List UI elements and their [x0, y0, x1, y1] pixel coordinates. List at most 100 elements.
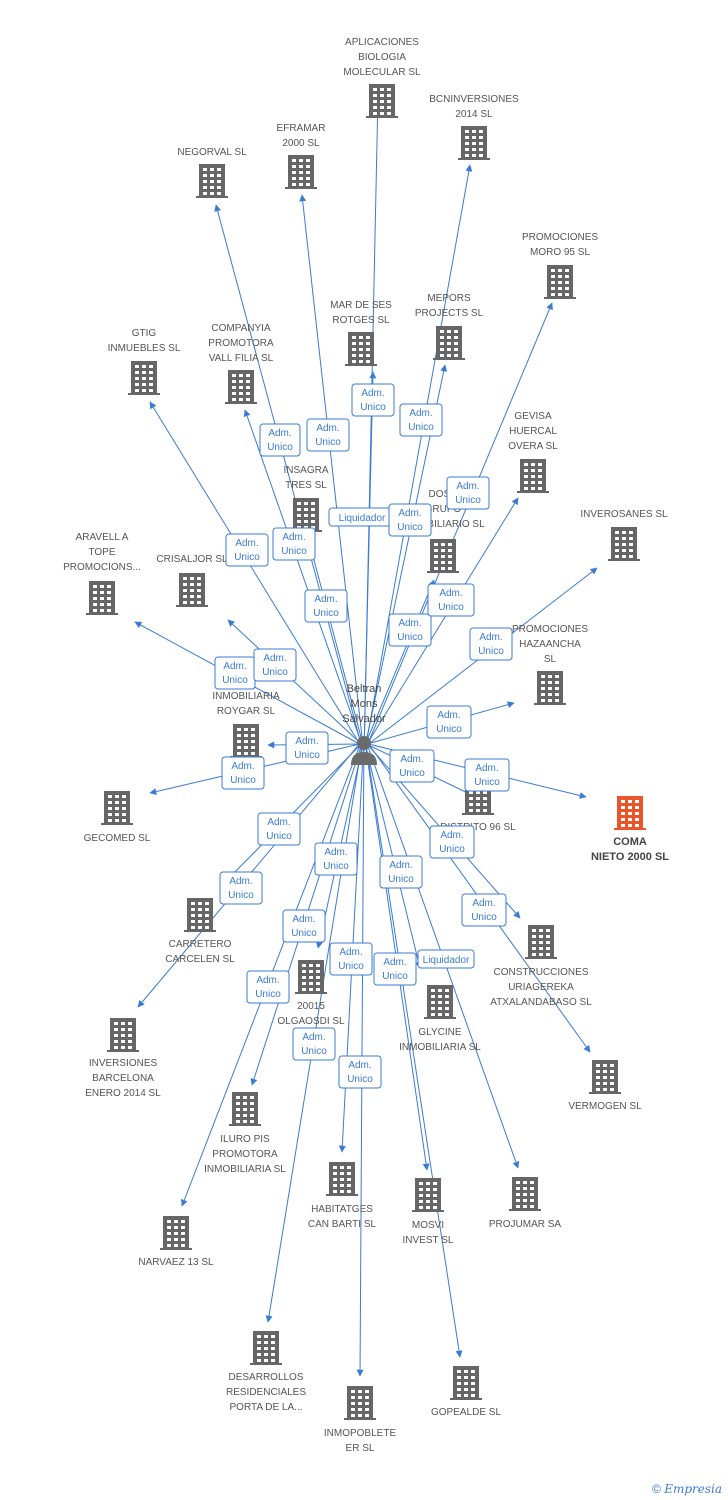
edge-bcninversiones	[365, 164, 473, 745]
badge-box	[388, 613, 432, 647]
person-name-line: Mons	[351, 698, 378, 710]
company-label-line: ER SL	[346, 1443, 375, 1454]
role-badge: Adm.Unico	[338, 1055, 382, 1089]
building-icon	[608, 527, 640, 561]
badge-label: Adm.	[383, 957, 406, 968]
badge-label: Adm.	[324, 847, 347, 858]
role-badge: Adm. Unico	[314, 842, 358, 876]
building-icon	[544, 265, 576, 299]
building-icon	[176, 573, 208, 607]
company-label-line: BIOLOGIA	[358, 52, 406, 63]
company-label-line: INMUEBLES SL	[108, 343, 181, 354]
building-icon	[525, 925, 557, 959]
company-node-gopealde[interactable]: GOPEALDE SL	[431, 1366, 501, 1418]
company-node-aravella[interactable]: ARAVELL ATOPEPROMOCIONS...	[63, 532, 141, 615]
company-node-gecomed[interactable]: GECOMED SL	[84, 791, 151, 844]
company-node-inmopoblete[interactable]: INMOPOBLETE ER SL	[324, 1386, 397, 1454]
edge-dosh	[364, 579, 435, 745]
badge-label: Unico	[313, 608, 339, 619]
role-badge: Adm.Unico	[469, 627, 513, 661]
building-icon	[225, 370, 257, 404]
edge-companyia	[243, 409, 363, 745]
building-icon	[412, 1178, 444, 1212]
company-label-line: GEVISA	[514, 411, 552, 422]
building-icon	[344, 1386, 376, 1420]
building-icon	[433, 326, 465, 360]
role-badge: Liquidador	[417, 949, 475, 969]
company-label-line: INMOBILIARIO SL	[401, 519, 485, 530]
company-node-crisaljor[interactable]: CRISALJOR SL	[156, 554, 228, 607]
company-node-vermogen[interactable]: VERMOGEN SL	[568, 1060, 642, 1112]
company-label-line: OLGAOSDI SL	[277, 1016, 345, 1027]
badge-label: Adm.	[439, 588, 462, 599]
company-label-line: HAZAANCHA	[519, 639, 581, 650]
company-label-line: COMA	[613, 836, 647, 848]
company-label-line: ILURO PIS	[220, 1134, 270, 1145]
building-icon	[184, 898, 216, 932]
company-label-line: GLYCINE	[418, 1027, 461, 1038]
building-icon	[366, 84, 398, 118]
company-label-line: NEGORVAL SL	[177, 147, 247, 158]
badge-label: Adm.	[231, 761, 254, 772]
building-icon	[534, 671, 566, 705]
badge-label: Adm.	[479, 632, 502, 643]
building-icon	[230, 724, 262, 758]
footer-brand: © Empresia	[652, 1482, 722, 1496]
company-label-line: INMOPOBLETE	[324, 1428, 397, 1439]
company-node-carretero[interactable]: CARRETERO CARCELEN SL	[165, 898, 235, 965]
company-label-line: NIETO 2000 SL	[591, 851, 669, 863]
company-label-line: HUERCAL	[509, 426, 557, 437]
role-badge: Adm.Unico	[225, 533, 269, 567]
company-label-line: ROTGES SL	[332, 315, 390, 326]
company-label-line: CARRETERO	[169, 939, 232, 950]
building-icon	[160, 1216, 192, 1250]
company-label-line: APLICACIONES	[345, 37, 419, 48]
company-node-narvaez[interactable]: NARVAEZ 13 SL	[138, 1216, 214, 1268]
role-badge: Adm.Unico	[214, 656, 256, 690]
badge-label: Unico	[222, 675, 248, 686]
edge-gtig	[149, 401, 361, 745]
badge-box	[464, 758, 510, 792]
company-node-inverosanes[interactable]: INVEROSANES SL	[580, 509, 668, 561]
building-icon	[196, 164, 228, 198]
company-label-line: DISTRITO 96 SL	[440, 822, 516, 833]
company-node-coma-nieto[interactable]: COMA NIETO 2000 SL	[591, 796, 669, 863]
company-label-line: DOSH	[429, 489, 458, 500]
badges-layer: Adm.UnicoAdm.UnicoAdm.UnicoAdm.UnicoLiqu…	[214, 383, 513, 1089]
badge-box	[246, 970, 290, 1004]
company-label-line: CONSTRUCCIONES	[493, 967, 588, 978]
badge-label: Unico	[228, 890, 254, 901]
role-badge: Liquidador	[328, 507, 396, 527]
company-label-line: CARCELEN SL	[165, 954, 235, 965]
badge-label: Adm.	[389, 860, 412, 871]
company-node-negorval[interactable]: NEGORVAL SL	[177, 147, 247, 198]
badge-box	[292, 1027, 336, 1061]
badge-label: Unico	[323, 861, 349, 872]
role-badge: Adm.Unico	[426, 705, 472, 739]
edge-gevisa	[366, 497, 519, 745]
person-name-line: Salvador	[342, 713, 386, 725]
company-node-projumar[interactable]: PROJUMAR SA	[489, 1177, 562, 1230]
